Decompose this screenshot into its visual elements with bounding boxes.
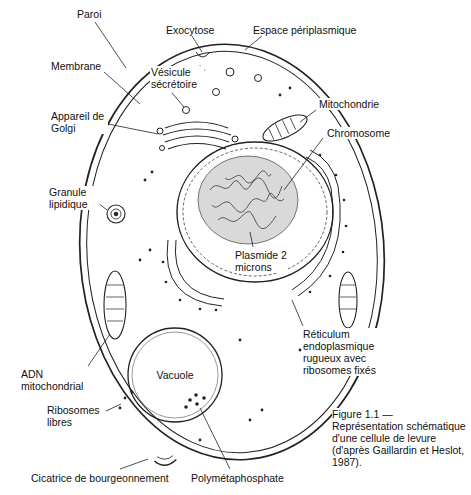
part-label: Chromosome [326, 127, 391, 139]
vacuole-membrane [128, 328, 222, 422]
part-label: Espace périplasmique [252, 24, 357, 36]
part-label: Paroi [76, 8, 103, 20]
part-label: Vésicule sécrétoire [150, 66, 204, 90]
part-label: Ribosomes libres [46, 404, 106, 428]
organelle-name: Vacuole [156, 369, 193, 381]
vacuole-circle: Vacuole [127, 327, 223, 423]
part-label: Polymétaphosphate [190, 472, 285, 484]
part-label: Réticulum endoplasmique rugueux avec rib… [302, 328, 416, 376]
part-label: Cicatrice de bourgeonnement [30, 472, 170, 484]
part-label: Exocytose [165, 24, 215, 36]
part-label: Plasmide 2 microns [234, 249, 288, 273]
vacuole-inner-line [132, 332, 218, 418]
part-label: Mitochondrie [318, 98, 380, 110]
part-label: ADN mitochondrial [20, 368, 94, 392]
part-label: Appareil de Golgi [50, 110, 108, 134]
part-label: Membrane [50, 60, 102, 72]
figure-caption: Figure 1.1 — Représentation schématique … [332, 408, 466, 468]
part-label: Granule lipidique [48, 186, 100, 210]
